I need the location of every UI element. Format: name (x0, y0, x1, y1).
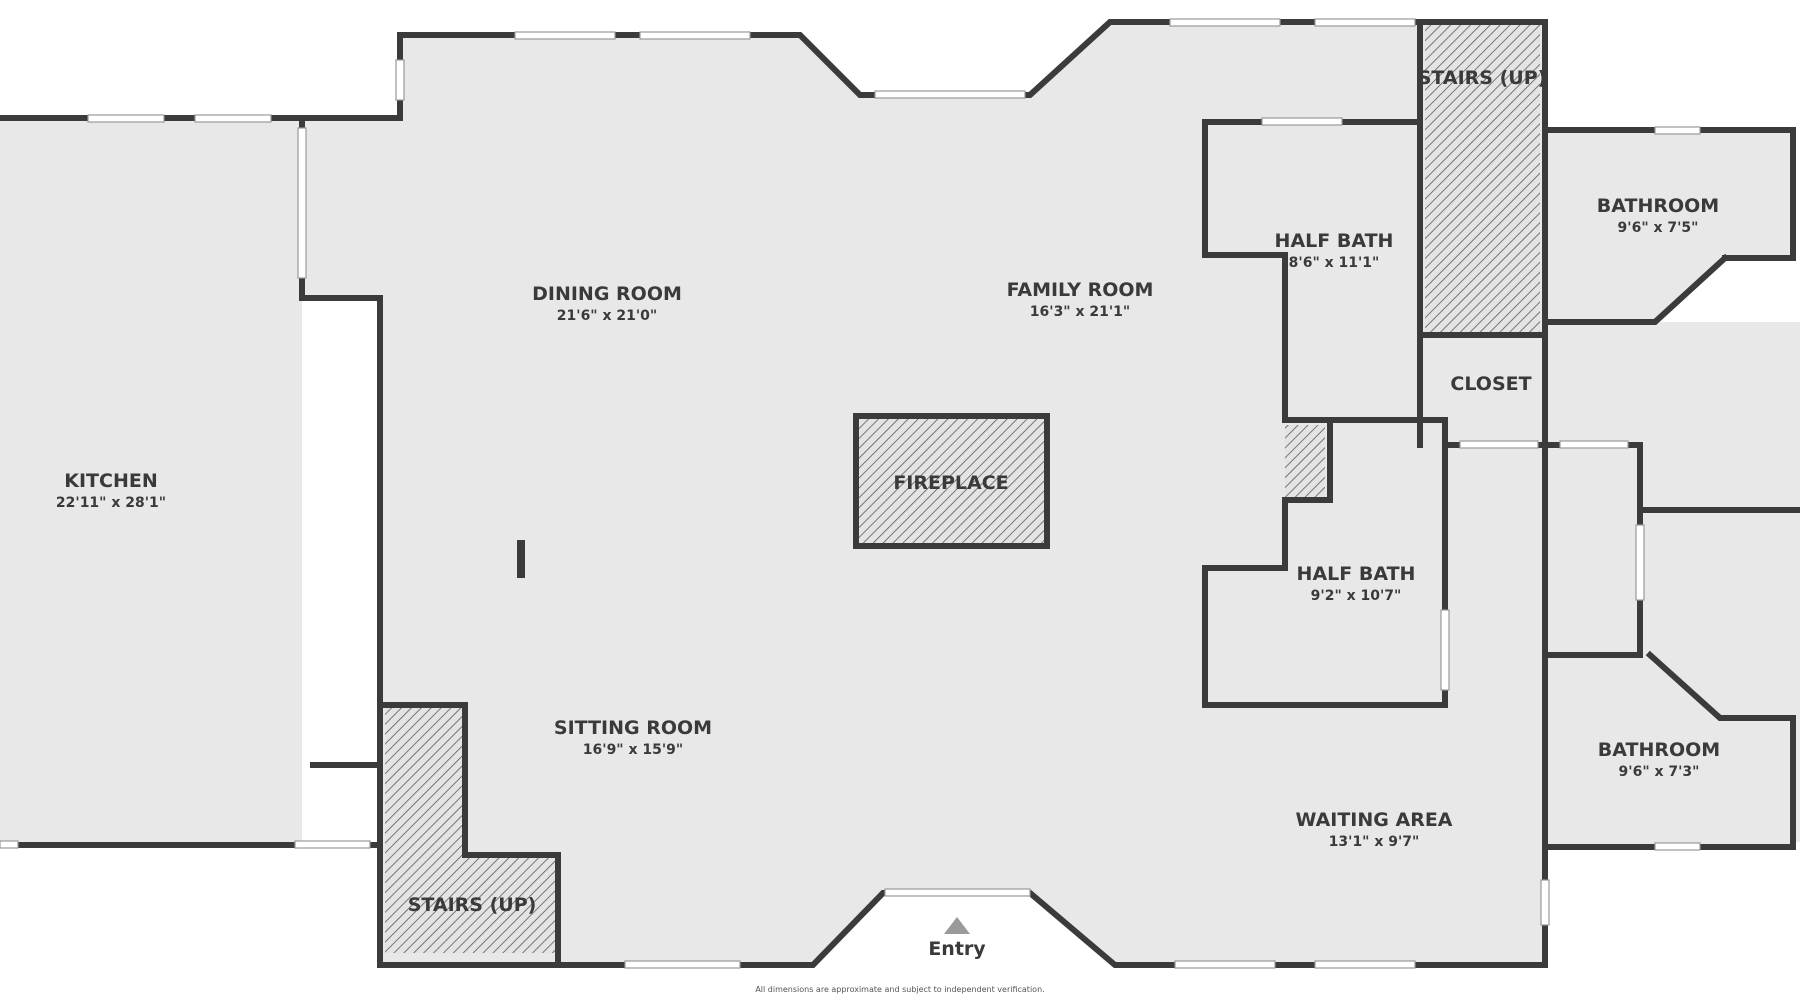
bathroom-2-dims: 9'6" x 7'3" (1619, 764, 1700, 780)
footer-note: All dimensions are approximate and subje… (755, 985, 1044, 994)
family-room-label: FAMILY ROOM (1007, 279, 1154, 301)
kitchen-dims: 22'11" x 28'1" (56, 495, 166, 511)
family-room-dims: 16'3" x 21'1" (1030, 304, 1130, 320)
waiting-area-label: WAITING AREA (1295, 809, 1452, 831)
stairs-top-label: STAIRS (UP) (1418, 67, 1547, 89)
dining-room-label: DINING ROOM (532, 283, 682, 305)
fireplace-label: FIREPLACE (893, 472, 1008, 494)
sitting-room-label: SITTING ROOM (554, 717, 712, 739)
kitchen-label: KITCHEN (64, 470, 157, 492)
entry-label: Entry (928, 938, 986, 960)
fireplace-hatch (856, 416, 1047, 546)
bathroom-2-label: BATHROOM (1598, 739, 1720, 761)
half-bath-2-dims: 9'2" x 10'7" (1311, 588, 1402, 604)
dining-room-dims: 21'6" x 21'0" (557, 308, 657, 324)
windows (0, 18, 1701, 969)
bathroom-1-dims: 9'6" x 7'5" (1618, 220, 1699, 236)
stairs-top-hatch (1425, 25, 1540, 335)
half-bath-2-label: HALF BATH (1297, 563, 1416, 585)
sitting-room-dims: 16'9" x 15'9" (583, 742, 683, 758)
stairs-bottom-label: STAIRS (UP) (408, 894, 537, 916)
closet-label: CLOSET (1450, 373, 1531, 395)
entry-arrow-icon (944, 917, 970, 934)
half-bath-1-label: HALF BATH (1275, 230, 1394, 252)
chimney-hatch (1285, 425, 1325, 497)
half-bath-1-dims: 8'6" x 11'1" (1289, 255, 1380, 271)
bathroom-1-label: BATHROOM (1597, 195, 1719, 217)
waiting-area-dims: 13'1" x 9'7" (1329, 834, 1420, 850)
stairs-bottom-hatch (385, 705, 558, 953)
